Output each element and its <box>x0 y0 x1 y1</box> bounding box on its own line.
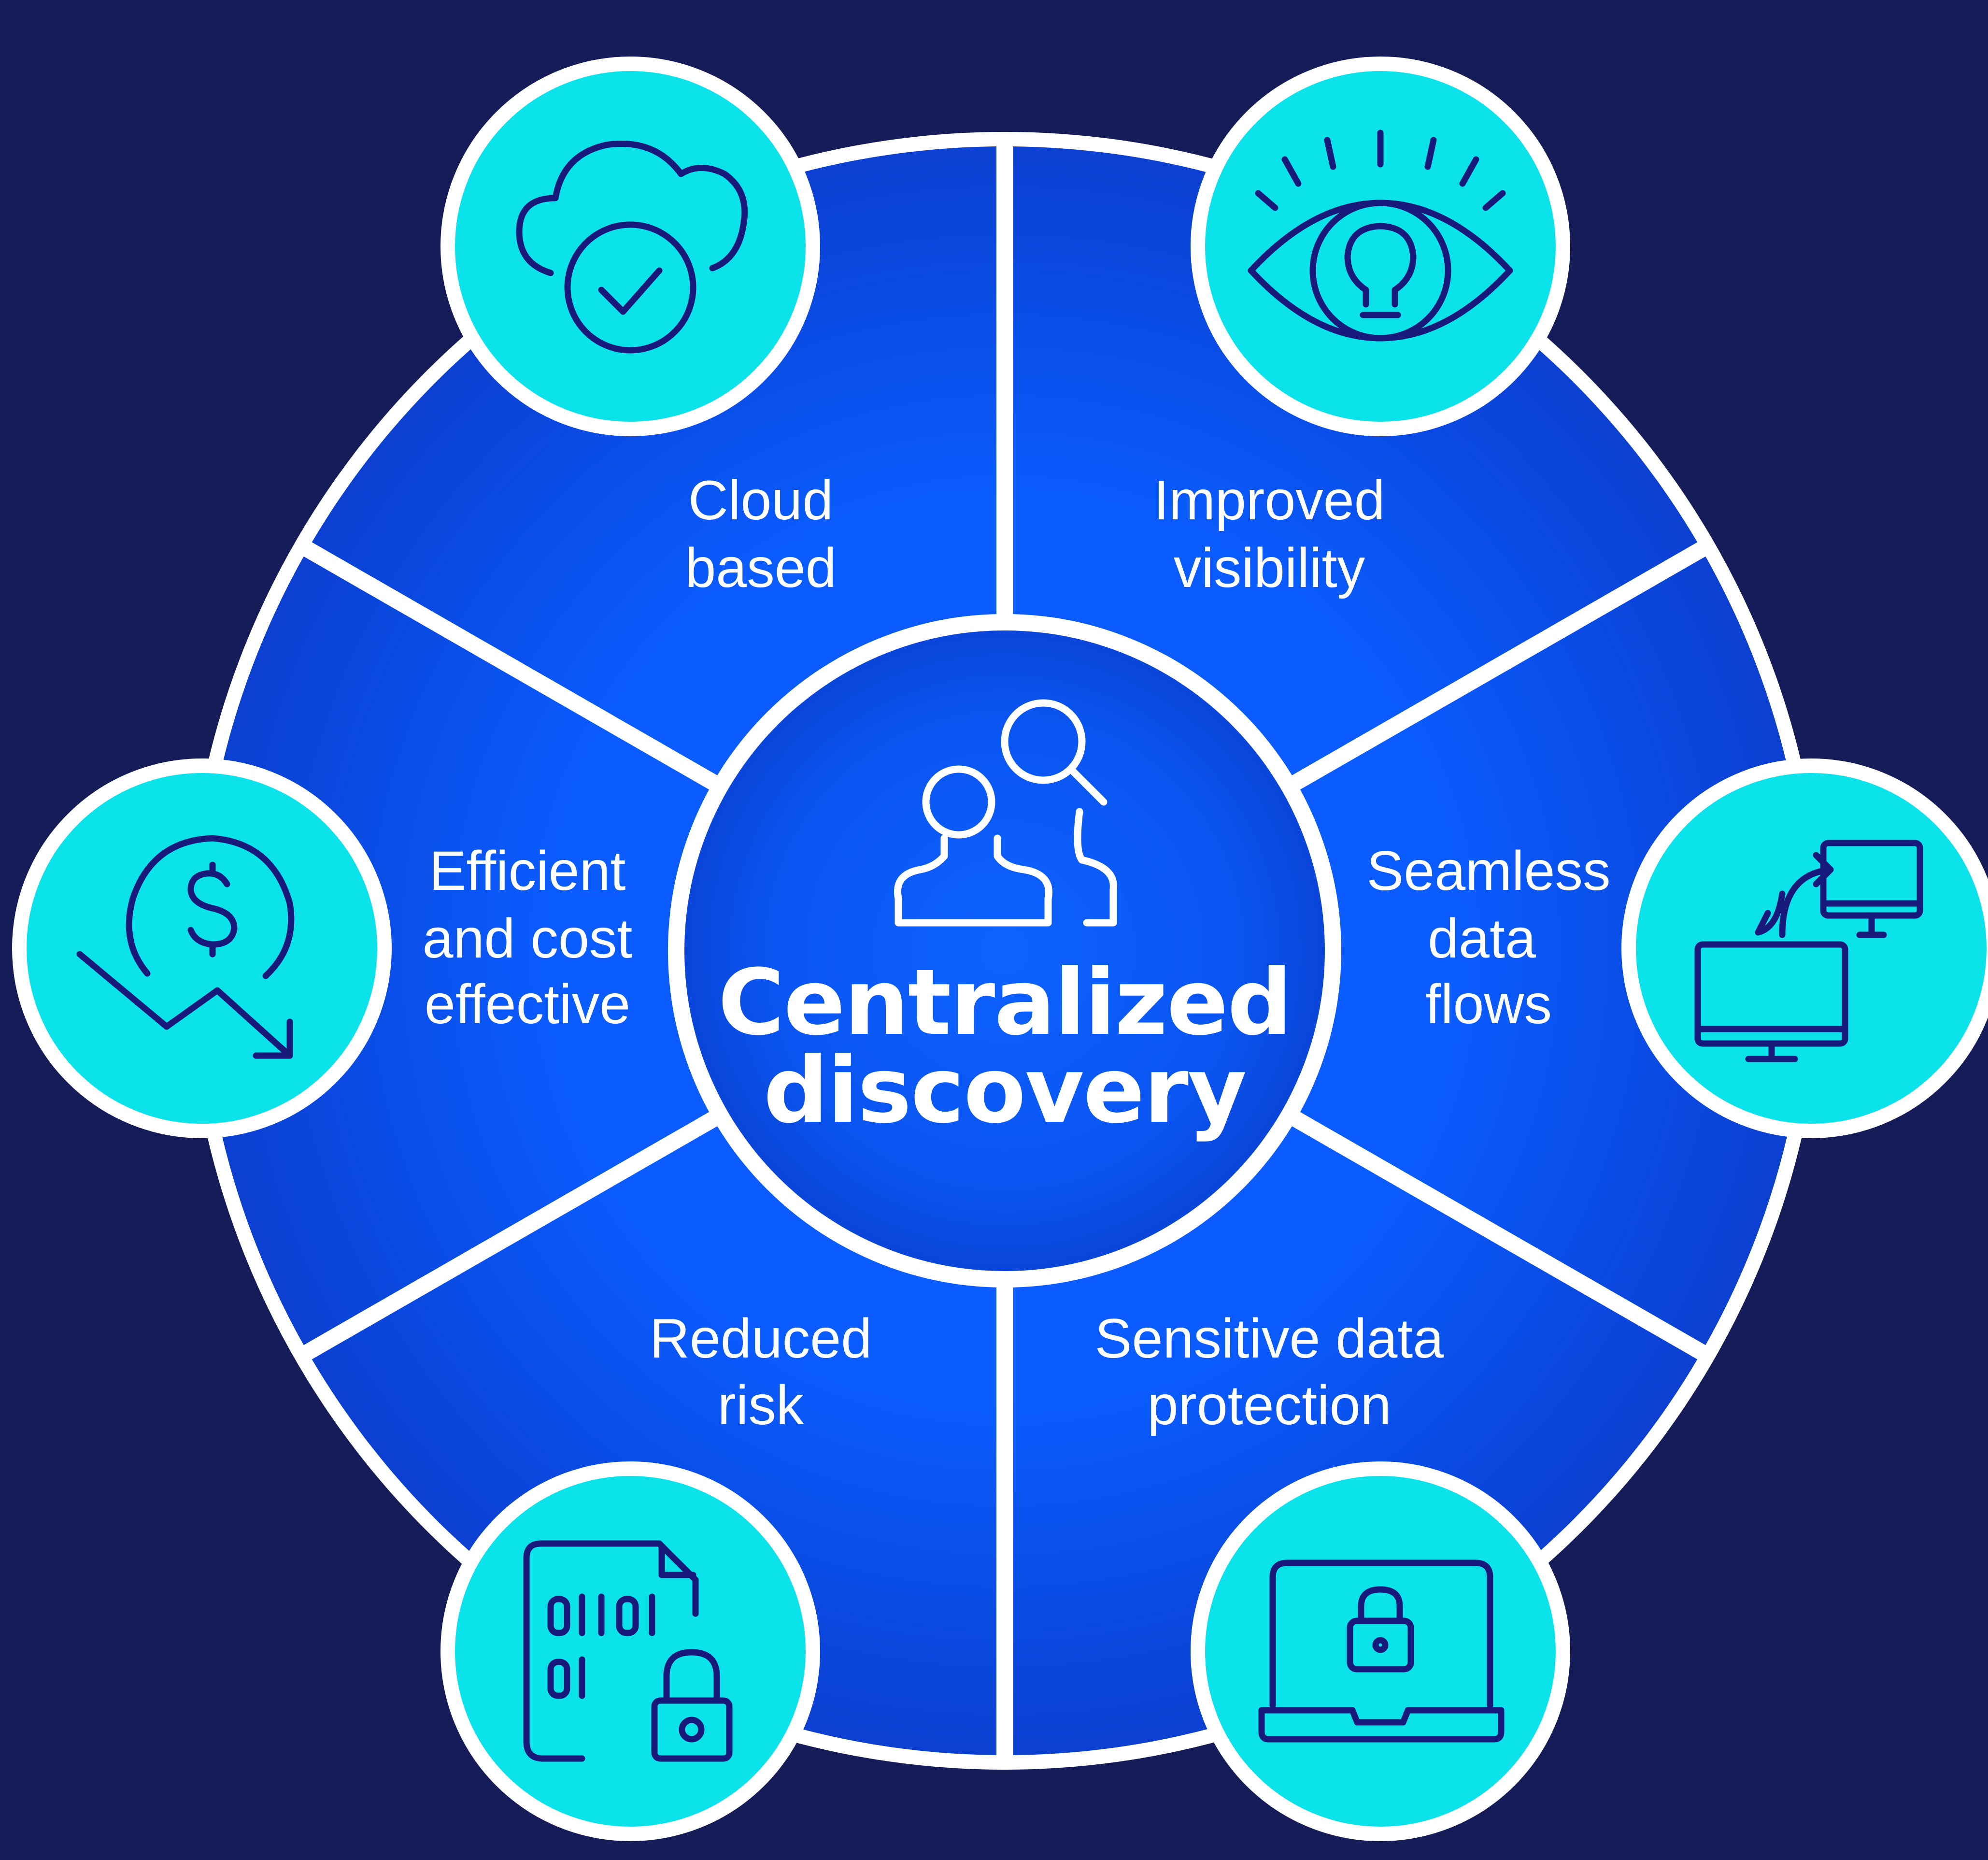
badge-protection <box>1191 1461 1570 1841</box>
divider-upper-right <box>1284 539 1712 794</box>
segment-protection: Sensitive data protection <box>1095 1308 1444 1436</box>
divider-lower-left <box>298 1107 725 1363</box>
monitor-sync-icon <box>1694 840 1923 1062</box>
segment-cost: Efficient and cost effective <box>423 840 633 1035</box>
badge-flows <box>1621 758 1988 1138</box>
segment-visibility-label-line1: Improved <box>1153 470 1385 531</box>
segment-protection-label-line2: protection <box>1147 1374 1391 1436</box>
user-search-icon <box>894 699 1117 927</box>
divider-upper-left <box>298 539 725 794</box>
segment-flows-label-line3: flows <box>1425 973 1552 1035</box>
center-hub <box>668 614 1341 1288</box>
binary-file-lock-icon <box>523 1540 733 1762</box>
center-title-line1: Centralized <box>718 950 1291 1056</box>
laptop-lock-icon <box>1258 1560 1505 1743</box>
segment-cloud-label-line1: Cloud <box>688 470 833 531</box>
segment-risk-label-line2: risk <box>718 1374 804 1436</box>
divider-lower-right <box>1284 1107 1712 1363</box>
segment-dividers <box>298 145 1712 1757</box>
badge-visibility <box>1191 57 1570 436</box>
segment-cost-label-line2: and cost <box>423 908 633 970</box>
segment-flows: Seamless data flows <box>1367 840 1611 1035</box>
segment-cloud-label-line2: based <box>685 537 836 599</box>
segment-cloud: Cloud based <box>685 470 836 599</box>
center-title-line2: discovery <box>764 1038 1246 1144</box>
badge-cloud <box>440 57 820 436</box>
segment-visibility-label-line2: visibility <box>1174 537 1365 599</box>
segment-cost-label-line3: effective <box>425 973 630 1035</box>
badge-cost <box>12 758 392 1138</box>
segment-flows-label-line1: Seamless <box>1367 840 1611 902</box>
segment-visibility: Improved visibility <box>1153 470 1385 599</box>
segment-cost-label-line1: Efficient <box>429 840 626 902</box>
segment-risk-label-line1: Reduced <box>650 1308 872 1370</box>
eye-lightbulb-icon <box>1248 129 1513 342</box>
dollar-downtrend-icon <box>76 835 295 1059</box>
segment-protection-label-line1: Sensitive data <box>1095 1308 1444 1370</box>
segment-flows-label-line2: data <box>1428 908 1536 970</box>
badge-risk <box>440 1461 820 1841</box>
cloud-check-icon <box>516 141 748 354</box>
segment-risk: Reduced risk <box>650 1308 872 1436</box>
